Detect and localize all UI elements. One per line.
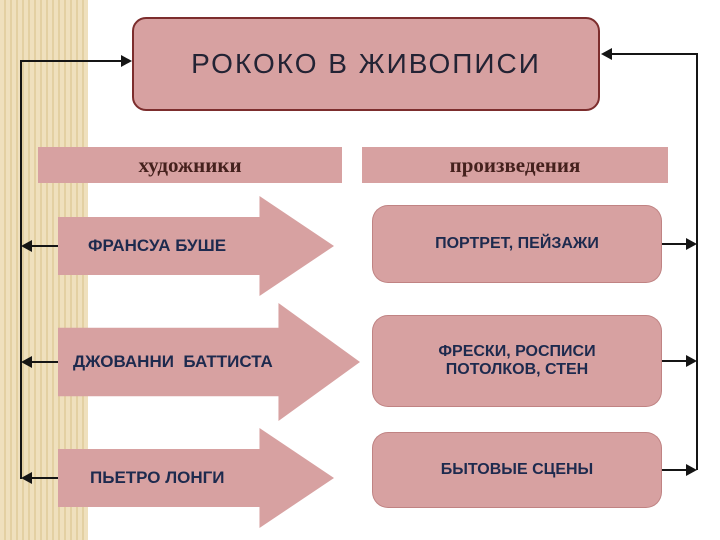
arrowhead-right-stub-3 [686,464,697,476]
works-box: ФРЕСКИ, РОСПИСИ ПОТОЛКОВ, СТЕН [372,315,662,407]
artists-column-header: художники [38,147,342,183]
page-title: РОКОКО В ЖИВОПИСИ [191,48,541,79]
works-box: ПОРТРЕТ, ПЕЙЗАЖИ [372,205,662,283]
works-header-label: произведения [449,152,581,177]
arrowhead-into-title-left [121,55,132,67]
title-box: РОКОКО В ЖИВОПИСИ [132,17,600,111]
works-column-header: произведения [362,147,668,183]
connector-left-stub-2 [31,361,58,363]
arrowhead-left-stub-1 [21,240,32,252]
arrowhead-right-stub-1 [686,238,697,250]
connector-right-stub-2 [662,360,687,362]
arrowhead-left-stub-2 [21,356,32,368]
works-label: БЫТОВЫЕ СЦЕНЫ [440,461,594,478]
artist-arrow: ФРАНСУА БУШЕ [58,196,334,296]
works-label: ФРЕСКИ, РОСПИСИ ПОТОЛКОВ, СТЕН [438,343,596,378]
artist-arrow: ПЬЕТРО ЛОНГИ [58,428,334,528]
connector-left-stub-3 [31,477,58,479]
connector-right-vertical [696,53,698,470]
connector-right-stub-1 [662,243,687,245]
artist-arrow: ДЖОВАННИ БАТТИСТА [58,303,360,421]
artists-header-label: художники [138,152,242,177]
works-box: БЫТОВЫЕ СЦЕНЫ [372,432,662,508]
artist-label: ФРАНСУА БУШЕ [88,236,227,255]
arrowhead-right-stub-2 [686,355,697,367]
artist-label: ДЖОВАННИ БАТТИСТА [73,352,273,371]
arrowhead-left-stub-3 [21,472,32,484]
connector-right-stub-3 [662,469,687,471]
connector-left-stub-1 [31,245,58,247]
connector-right-to-title [612,53,697,55]
works-label: ПОРТРЕТ, ПЕЙЗАЖИ [435,235,599,252]
connector-left-to-title [21,60,121,62]
connector-left-vertical [20,60,22,479]
artist-label: ПЬЕТРО ЛОНГИ [90,468,225,487]
arrowhead-into-title-right [601,48,612,60]
